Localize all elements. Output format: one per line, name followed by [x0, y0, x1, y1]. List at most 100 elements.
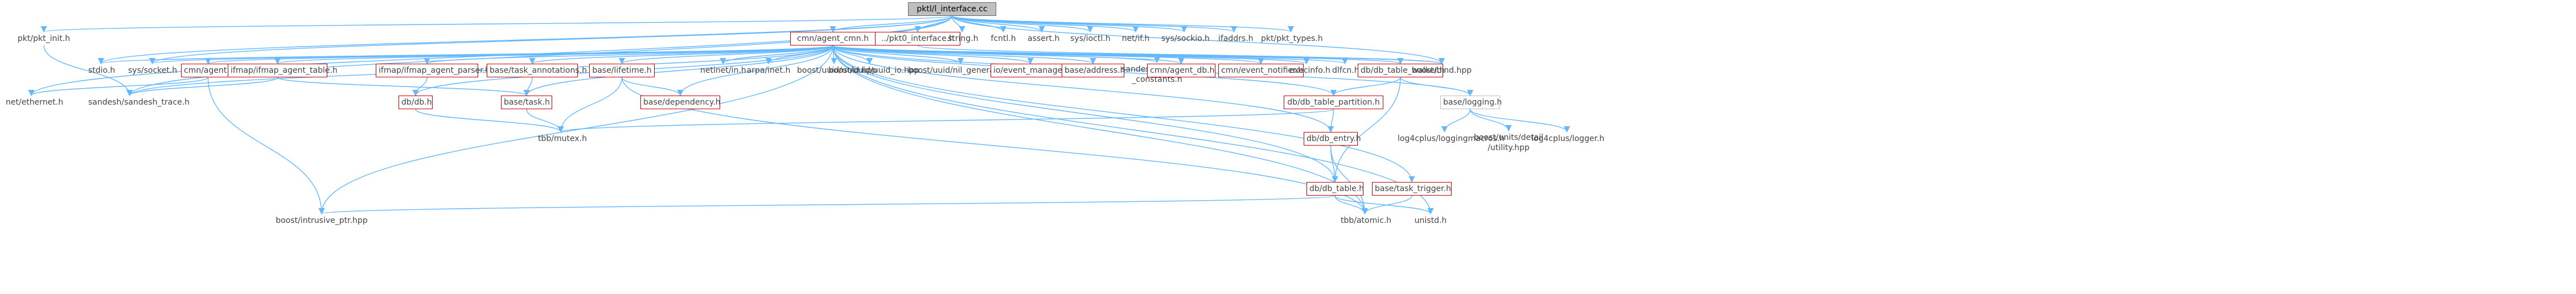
- edge-db_table-to-unistd: [1334, 195, 1434, 215]
- node-ifmap-agent-parser[interactable]: ifmap/ifmap_agent_parser.h: [376, 64, 490, 77]
- edge-root-to-boost_bind: [951, 15, 1445, 65]
- node-event-notifier[interactable]: cmn/event_notifier.h: [1218, 64, 1304, 77]
- node-base-logging[interactable]: base/logging.h: [1440, 96, 1502, 109]
- node-agent-cmn[interactable]: cmn/agent_cmn.h: [790, 32, 876, 45]
- edge-cmn_agent_cmn-to-boost_uuid_io: [832, 45, 873, 65]
- boost-units-line-2: /utility.hpp: [1488, 143, 1530, 152]
- edge-cmn_agent_cmn-to-base_lifetime: [619, 45, 833, 65]
- edge-db_table_partition-to-tbb_mutex: [558, 109, 1334, 133]
- edge-base_logging-to-log4_macros: [1441, 109, 1471, 133]
- edge-db_table_walker-to-db_table_partition: [1330, 77, 1401, 97]
- edge-task_annotations-to-base_task: [523, 77, 533, 97]
- node-agent-db[interactable]: cmn/agent_db.h: [1147, 64, 1215, 77]
- node-task-trigger[interactable]: base/task_trigger.h: [1372, 182, 1452, 196]
- edge-base_lifetime-to-tbb_mutex: [557, 77, 623, 133]
- edge-db_db-to-tbb_mutex: [415, 109, 564, 133]
- sandesh-constants-line-2: _constants.h: [1132, 75, 1182, 84]
- node-log4-macros[interactable]: log4cplus/loggingmacros.h: [1398, 134, 1505, 143]
- edge-db_table-to-intrusive_ptr: [319, 195, 1336, 215]
- node-tbb-mutex[interactable]: tbb/mutex.h: [538, 134, 587, 143]
- edge-cmn_agent_cmn-to-task_trigger: [832, 45, 1415, 183]
- edge-cmn_agent-to-net_ethernet: [28, 77, 209, 97]
- node-task-annotations[interactable]: base/task_annotations.h: [487, 64, 587, 77]
- edge-base_logging-to-log4_logger: [1469, 109, 1571, 133]
- edge-cmn_agent-to-intrusive_ptr: [207, 77, 325, 215]
- node-sandesh-trace[interactable]: sandesh/sandesh_trace.h: [88, 98, 190, 107]
- node-unistd[interactable]: unistd.h: [1414, 216, 1447, 225]
- edge-cmn_agent_cmn-to-base_address: [832, 45, 1096, 65]
- edge-cmn_agent_cmn-to-ifmap_agent_parser: [424, 45, 833, 65]
- edge-root-to-pkt_init: [41, 15, 953, 33]
- node-execinfo[interactable]: execinfo.h: [1289, 66, 1330, 75]
- edge-root-to-sys_sockio: [951, 15, 1188, 33]
- edge-cmn_agent_cmn-to-intrusive_ptr: [318, 45, 833, 215]
- edge-cmn_agent_cmn-to-base_task: [523, 45, 833, 97]
- node-boost-uuid[interactable]: boost/uuid/uuid.hpp: [797, 66, 877, 75]
- edge-root-to-assert: [951, 15, 1045, 33]
- node-boost-bind[interactable]: boost/bind.hpp: [1412, 66, 1472, 75]
- node-base-dependency[interactable]: base/dependency.h: [640, 96, 721, 109]
- node-base-lifetime[interactable]: base/lifetime.h: [589, 64, 655, 77]
- node-sys-sockio[interactable]: sys/sockio.h: [1161, 34, 1210, 43]
- node-base-address[interactable]: base/address.h: [1062, 64, 1125, 77]
- edge-cmn_agent_cmn-to-base_dependency: [677, 45, 833, 97]
- edge-task_trigger-to-tbb_atomic: [1361, 195, 1412, 215]
- edge-cmn_agent_cmn-to-boost_uuid_gen: [832, 45, 964, 65]
- edge-root-to-sys_socket: [149, 15, 953, 65]
- node-db-table-walker[interactable]: db/db_table_walker.h: [1358, 64, 1445, 77]
- edge-db_table_partition-to-db_entry: [1327, 109, 1334, 133]
- node-assert[interactable]: assert.h: [1028, 34, 1060, 43]
- node-log4-logger[interactable]: log4cplus/logger.h: [1531, 134, 1605, 143]
- node-db-entry[interactable]: db/db_entry.h: [1304, 132, 1361, 146]
- node-boost-uuid-io[interactable]: boost/uuid/uuid_io.hpp: [828, 66, 919, 75]
- node-pkt-init[interactable]: pkt/pkt_init.h: [17, 34, 71, 43]
- node-fcntl[interactable]: fcntl.h: [991, 34, 1016, 43]
- edge-ifmap_agent_table-to-base_task: [277, 77, 530, 97]
- boost-units-line-1: boost/units/detail: [1473, 133, 1543, 142]
- node-string[interactable]: string.h: [948, 34, 979, 43]
- edge-base_logging-to-boost_units: [1469, 109, 1512, 132]
- node-db-table-partition[interactable]: db/db_table_partition.h: [1284, 96, 1383, 109]
- node-sys-socket[interactable]: sys/socket.h: [128, 66, 178, 75]
- node-net-if[interactable]: net/if.h: [1121, 34, 1150, 43]
- node-ifmap-agent-table[interactable]: ifmap/ifmap_agent_table.h: [228, 64, 338, 77]
- edge-pkt0_interface-to-boost_bind: [917, 45, 1445, 65]
- node-pkt0-interface[interactable]: ../pkt0_interface.h: [875, 32, 960, 45]
- edge-root-to-string: [951, 15, 966, 33]
- edge-cmn_agent_cmn-to-event_manager: [832, 45, 1034, 65]
- node-tbb-atomic[interactable]: tbb/atomic.h: [1341, 216, 1392, 225]
- edge-db_table_walker-to-base_logging: [1400, 77, 1474, 97]
- edge-cmn_agent_cmn-to-db_table: [832, 45, 1338, 183]
- edge-cmn_agent_cmn-to-db_entry: [832, 45, 1334, 133]
- node-pkt-types[interactable]: pkt/pkt_types.h: [1261, 34, 1323, 43]
- edge-root-to-pkt_types: [951, 15, 1294, 33]
- node-arpa-inet[interactable]: arpa/inet.h: [746, 66, 791, 75]
- node-base-task[interactable]: base/task.h: [501, 96, 552, 109]
- node-sys-ioctl[interactable]: sys/ioctl.h: [1070, 34, 1111, 43]
- node-event-manager[interactable]: io/event_manager.h: [991, 64, 1073, 77]
- node-root-file[interactable]: pktl/l_interface.cc: [908, 2, 996, 16]
- node-boost-units[interactable]: boost/units/detail /utility.hpp: [1466, 131, 1551, 155]
- node-netinet-in[interactable]: netinet/in.h: [700, 66, 746, 75]
- edge-db_table_walker-to-db_table: [1332, 77, 1401, 183]
- edge-db_entry-to-tbb_atomic: [1330, 145, 1369, 215]
- node-db-db[interactable]: db/db.h: [398, 96, 433, 109]
- node-intrusive-ptr[interactable]: boost/intrusive_ptr.hpp: [276, 216, 368, 225]
- edge-cmn_agent_cmn-to-task_annotations: [529, 45, 833, 65]
- edge-cmn_agent_cmn-to-dlfcn: [832, 45, 1348, 65]
- node-cmn-agent[interactable]: cmn/agent.h: [181, 64, 235, 77]
- edge-cmn_agent_cmn-to-ifmap_agent_table: [274, 45, 833, 65]
- edge-cmn_agent_cmn-to-unistd: [832, 45, 1434, 215]
- edge-base_lifetime-to-base_dependency: [621, 77, 684, 97]
- node-net-ethernet[interactable]: net/ethernet.h: [6, 98, 64, 107]
- edge-root-to-sandesh_trace: [126, 15, 953, 97]
- node-ifaddrs[interactable]: ifaddrs.h: [1218, 34, 1254, 43]
- edge-cmn_agent_cmn-to-netinet_in: [720, 45, 833, 65]
- node-db-table[interactable]: db/db_table.h: [1307, 182, 1364, 196]
- edge-ifmap_agent_parser-to-db_db: [412, 77, 428, 97]
- edge-cmn_agent_cmn-to-sandesh_trace: [126, 45, 833, 97]
- node-dlfcn[interactable]: dlfcn.h: [1332, 66, 1359, 75]
- edge-pkt_init-to-sandesh_trace: [43, 45, 133, 97]
- node-stdio[interactable]: stdio.h: [88, 66, 116, 75]
